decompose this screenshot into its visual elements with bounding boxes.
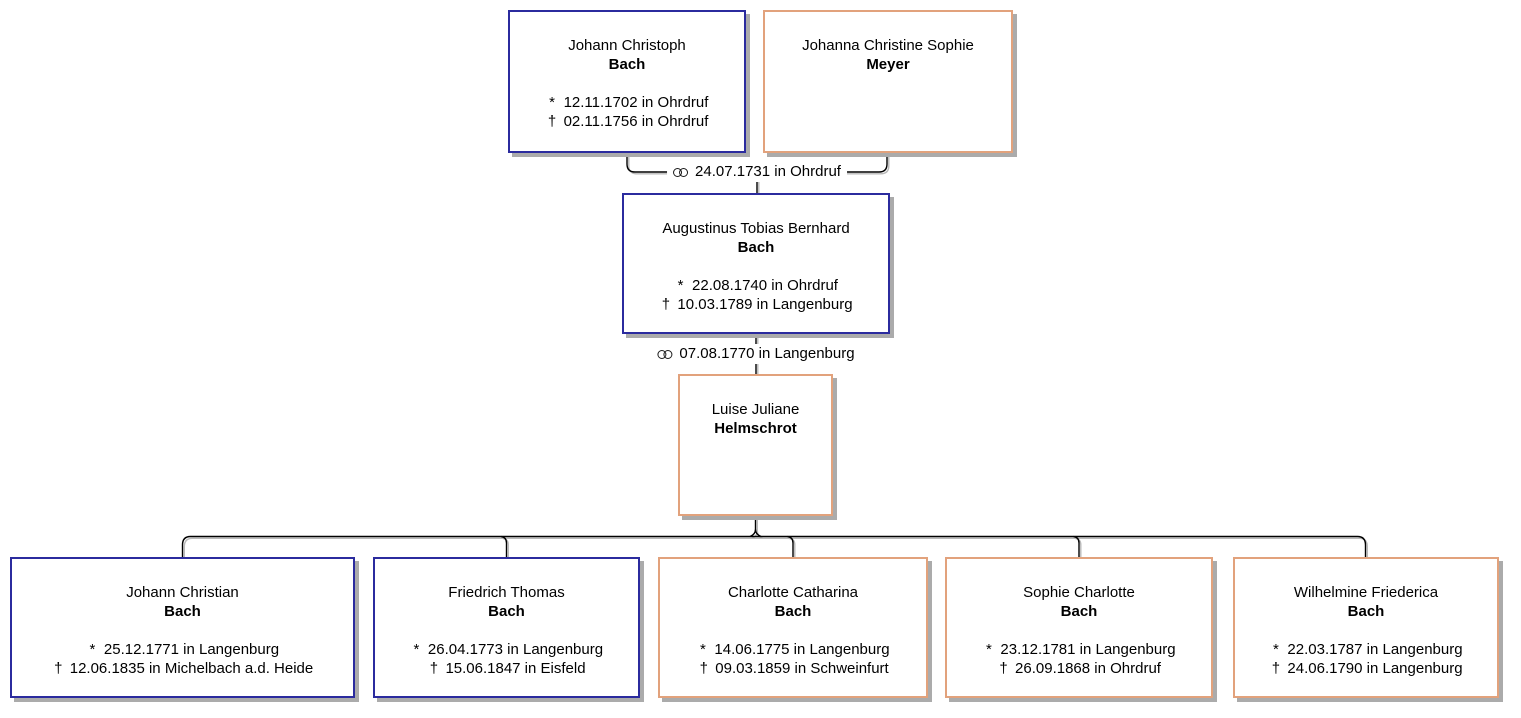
person-box-sophie-charlotte-bach[interactable]: Sophie Charlotte Bach * 23.12.1781 in Lan… — [945, 557, 1213, 698]
death-symbol: † — [547, 113, 557, 130]
person-surname: Bach — [737, 239, 775, 256]
person-box-johanna-christine-sophie-meyer[interactable]: Johanna Christine Sophie Meyer — [763, 10, 1013, 153]
marriage-date-place: 24.07.1731 in Ohrdruf — [695, 163, 841, 180]
death-date-place: 10.03.1789 in Langenburg — [677, 296, 853, 313]
person-surname: Meyer — [866, 56, 910, 73]
death-symbol: † — [54, 660, 63, 677]
death-symbol: † — [661, 296, 671, 313]
death-symbol: † — [699, 660, 708, 677]
birth-line: * 26.04.1773 in Langenburg — [375, 640, 638, 659]
death-line: † 10.03.1789 in Langenburg — [624, 295, 888, 314]
person-surname: Bach — [774, 603, 812, 620]
death-line: † 26.09.1868 in Ohrdruf — [947, 659, 1211, 678]
death-date-place: 12.06.1835 in Michelbach a.d. Heide — [69, 660, 314, 677]
person-dates: * 25.12.1771 in Langenburg † 12.06.1835 in… — [12, 640, 353, 678]
person-dates: * 12.11.1702 in Ohrdruf † 02.11.1756 in Oh… — [510, 93, 744, 131]
birth-date-place: 26.04.1773 in Langenburg — [427, 641, 604, 658]
birth-date-place: 25.12.1771 in Langenburg — [103, 641, 280, 658]
death-date-place: 02.11.1756 in Ohrdruf — [563, 113, 709, 130]
death-line: † 15.06.1847 in Eisfeld — [375, 659, 638, 678]
death-date-place: 24.06.1790 in Langenburg — [1287, 660, 1463, 677]
marriage-rings-icon — [657, 345, 673, 364]
person-box-luise-juliane-helmschrot[interactable]: Luise Juliane Helmschrot — [678, 374, 833, 516]
birth-line: * 22.08.1740 in Ohrdruf — [624, 276, 888, 295]
birth-symbol: * — [413, 641, 420, 658]
birth-date-place: 12.11.1702 in Ohrdruf — [563, 94, 709, 111]
birth-symbol: * — [89, 641, 96, 658]
person-box-johann-christoph-bach[interactable]: Johann Christoph Bach * 12.11.1702 in Ohr… — [508, 10, 746, 153]
person-box-wilhelmine-friederica-bach[interactable]: Wilhelmine Friederica Bach * 22.03.1787 i… — [1233, 557, 1499, 698]
death-date-place: 26.09.1868 in Ohrdruf — [1015, 660, 1161, 677]
person-box-johann-christian-bach[interactable]: Johann Christian Bach * 25.12.1771 in Lan… — [10, 557, 355, 698]
person-given-names: Augustinus Tobias Bernhard — [662, 220, 850, 237]
person-dates: * 22.03.1787 in Langenburg † 24.06.1790 in… — [1235, 640, 1497, 678]
death-date-place: 09.03.1859 in Schweinfurt — [715, 660, 889, 677]
person-given-names: Johann Christian — [126, 584, 239, 601]
person-box-friedrich-thomas-bach[interactable]: Friedrich Thomas Bach * 26.04.1773 in Lan… — [373, 557, 640, 698]
person-surname: Helmschrot — [714, 420, 797, 437]
person-surname: Bach — [1347, 603, 1385, 620]
person-given-names: Sophie Charlotte — [1023, 584, 1135, 601]
marriage-date-place: 07.08.1770 in Langenburg — [679, 345, 855, 362]
person-surname: Bach — [1060, 603, 1098, 620]
person-dates: * 14.06.1775 in Langenburg † 09.03.1859 in… — [660, 640, 926, 678]
birth-date-place: 14.06.1775 in Langenburg — [714, 641, 890, 658]
birth-line: * 12.11.1702 in Ohrdruf — [510, 93, 744, 112]
birth-date-place: 22.08.1740 in Ohrdruf — [692, 277, 838, 294]
person-given-names: Johann Christoph — [568, 37, 686, 54]
person-dates: * 22.08.1740 in Ohrdruf † 10.03.1789 in La… — [624, 276, 888, 314]
marriage-label-1: 24.07.1731 in Ohrdruf — [667, 162, 847, 182]
person-box-augustinus-tobias-bernhard-bach[interactable]: Augustinus Tobias Bernhard Bach * 22.08.1… — [622, 193, 890, 334]
death-line: † 12.06.1835 in Michelbach a.d. Heide — [12, 659, 353, 678]
person-given-names: Luise Juliane — [711, 401, 800, 418]
birth-line: * 14.06.1775 in Langenburg — [660, 640, 926, 659]
birth-line: * 25.12.1771 in Langenburg — [12, 640, 353, 659]
birth-line: * 22.03.1787 in Langenburg — [1235, 640, 1497, 659]
person-given-names: Johanna Christine Sophie — [802, 37, 974, 54]
person-surname: Bach — [488, 603, 525, 620]
death-line: † 24.06.1790 in Langenburg — [1235, 659, 1497, 678]
person-given-names: Charlotte Catharina — [727, 584, 859, 601]
birth-symbol: * — [549, 94, 555, 111]
person-surname: Bach — [608, 56, 646, 73]
birth-date-place: 23.12.1781 in Langenburg — [1000, 641, 1176, 658]
death-symbol: † — [1271, 660, 1281, 677]
death-symbol: † — [429, 660, 439, 677]
person-dates: * 26.04.1773 in Langenburg † 15.06.1847 in… — [375, 640, 638, 678]
person-dates: * 23.12.1781 in Langenburg † 26.09.1868 in… — [947, 640, 1211, 678]
marriage-rings-icon — [673, 163, 689, 182]
birth-line: * 23.12.1781 in Langenburg — [947, 640, 1211, 659]
death-symbol: † — [999, 660, 1008, 677]
death-date-place: 15.06.1847 in Eisfeld — [445, 660, 586, 677]
person-given-names: Wilhelmine Friederica — [1293, 584, 1439, 601]
birth-symbol: * — [985, 641, 992, 658]
birth-date-place: 22.03.1787 in Langenburg — [1287, 641, 1463, 658]
death-line: † 02.11.1756 in Ohrdruf — [510, 112, 744, 131]
person-surname: Bach — [164, 603, 201, 620]
birth-symbol: * — [1272, 641, 1279, 658]
marriage-label-2: 07.08.1770 in Langenburg — [651, 344, 861, 364]
death-line: † 09.03.1859 in Schweinfurt — [660, 659, 926, 678]
birth-symbol: * — [677, 277, 684, 294]
person-given-names: Friedrich Thomas — [448, 584, 565, 601]
person-box-charlotte-catharina-bach[interactable]: Charlotte Catharina Bach * 14.06.1775 in … — [658, 557, 928, 698]
birth-symbol: * — [699, 641, 706, 658]
